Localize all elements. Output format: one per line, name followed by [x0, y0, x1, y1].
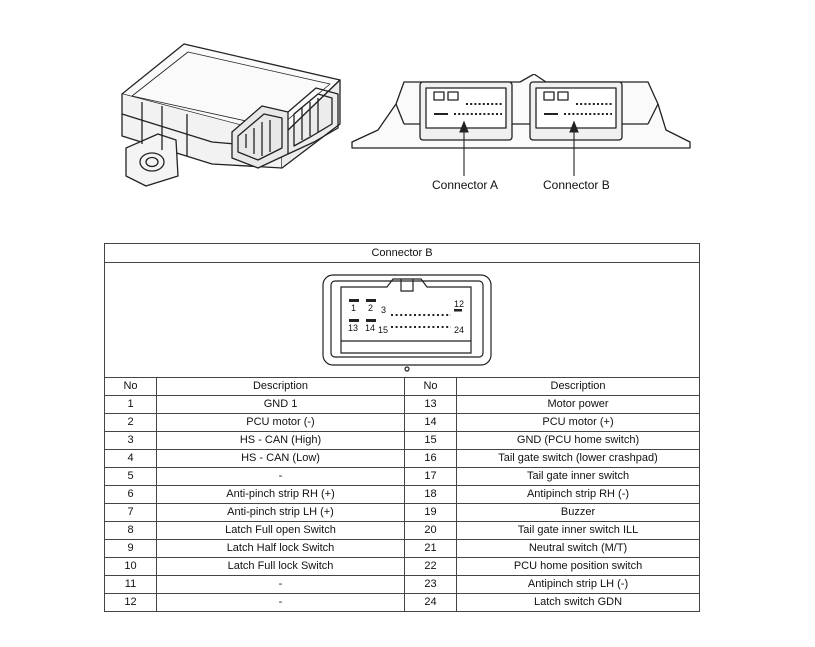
pin-description: PCU motor (-) — [156, 413, 405, 432]
control-module-illustration — [121, 43, 341, 187]
pin-1-label: 1 — [351, 303, 356, 313]
pin-12-label: 12 — [454, 299, 464, 309]
pin-number: 3 — [104, 431, 157, 450]
pin-15-label: 15 — [378, 325, 388, 335]
pin-description: Latch Full lock Switch — [156, 557, 405, 576]
connector-b-label: Connector B — [543, 178, 610, 192]
pin-description: Motor power — [455, 395, 701, 414]
pin-description: - — [156, 575, 405, 594]
header-no: No — [404, 377, 457, 396]
pin-number: 14 — [404, 413, 457, 432]
pin-description: PCU motor (+) — [455, 413, 701, 432]
pin-description: Tail gate inner switch — [455, 467, 701, 486]
pin-number: 17 — [404, 467, 457, 486]
pin-description: HS - CAN (High) — [156, 431, 405, 450]
pin-number: 1 — [104, 395, 157, 414]
pin-description: GND 1 — [156, 395, 405, 414]
table-header-row: No Description No Description — [104, 377, 701, 396]
pin-description: - — [156, 467, 405, 486]
pin-number: 6 — [104, 485, 157, 504]
pin-number: 11 — [104, 575, 157, 594]
pin-description: Antipinch strip LH (-) — [455, 575, 701, 594]
connector-b-face-diagram: 1 2 3 12 13 14 15 24 — [322, 274, 492, 372]
pin-number: 23 — [404, 575, 457, 594]
pin-description: Latch Full open Switch — [156, 521, 405, 540]
pin-24-label: 24 — [454, 325, 464, 335]
pin-description: Latch Half lock Switch — [156, 539, 405, 558]
pin-description: HS - CAN (Low) — [156, 449, 405, 468]
pin-3-label: 3 — [381, 305, 386, 315]
connector-b-pin-table: Connector B — [103, 243, 701, 612]
pin-number: 20 — [404, 521, 457, 540]
pin-number: 4 — [104, 449, 157, 468]
pin-description: Tail gate inner switch ILL — [455, 521, 701, 540]
pin-number: 2 — [104, 413, 157, 432]
pin-description: Anti-pinch strip LH (+) — [156, 503, 405, 522]
pin-number: 18 — [404, 485, 457, 504]
header-description: Description — [156, 377, 405, 396]
header-no: No — [104, 377, 157, 396]
pin-number: 13 — [404, 395, 457, 414]
table-title: Connector B — [103, 243, 701, 263]
pin-description: GND (PCU home switch) — [455, 431, 701, 450]
pin-number: 22 — [404, 557, 457, 576]
pin-13-label: 13 — [348, 323, 358, 333]
pin-description: Antipinch strip RH (-) — [455, 485, 701, 504]
connector-a-label: Connector A — [432, 178, 499, 192]
connector-leader-lines — [459, 120, 579, 176]
pin-number: 7 — [104, 503, 157, 522]
pin-2-label: 2 — [368, 303, 373, 313]
pin-number: 19 — [404, 503, 457, 522]
header-description: Description — [455, 377, 701, 396]
pin-number: 9 — [104, 539, 157, 558]
pin-description: Buzzer — [455, 503, 701, 522]
pin-description: Neutral switch (M/T) — [455, 539, 701, 558]
pin-14-label: 14 — [365, 323, 375, 333]
module-front-view — [351, 74, 691, 149]
pin-description: PCU home position switch — [455, 557, 701, 576]
pin-number: 8 — [104, 521, 157, 540]
pin-number: 5 — [104, 467, 157, 486]
pin-number: 12 — [104, 593, 157, 612]
connector-face-cell: 1 2 3 12 13 14 15 24 — [103, 262, 701, 378]
pin-number: 21 — [404, 539, 457, 558]
pin-description: - — [156, 593, 405, 612]
pin-number: 16 — [404, 449, 457, 468]
pin-number: 15 — [404, 431, 457, 450]
pin-description: Latch switch GDN — [455, 593, 701, 612]
pin-number: 10 — [104, 557, 157, 576]
pin-description: Tail gate switch (lower crashpad) — [455, 449, 701, 468]
pin-description: Anti-pinch strip RH (+) — [156, 485, 405, 504]
pin-number: 24 — [404, 593, 457, 612]
